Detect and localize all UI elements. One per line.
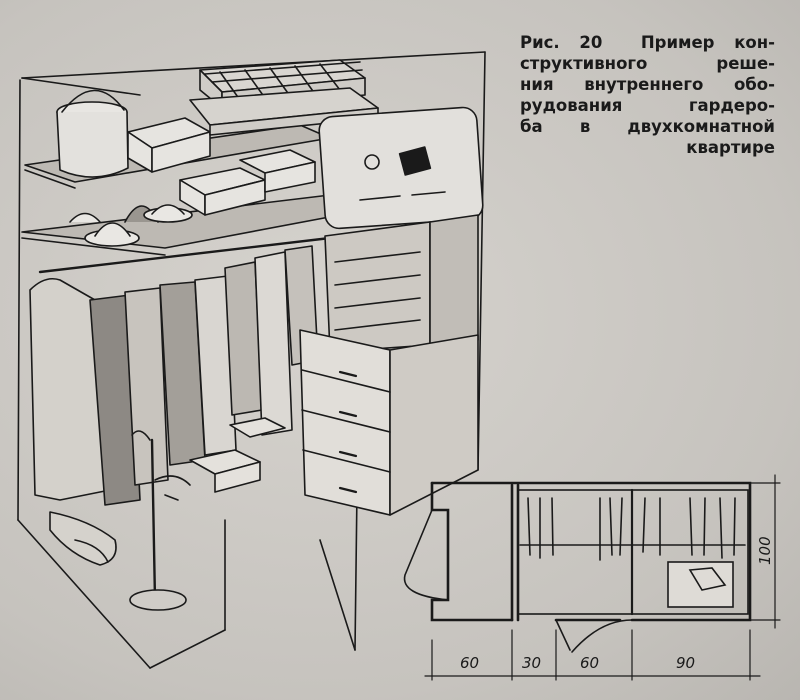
- shoes: [49, 511, 117, 566]
- dim-label-60-left: 60: [460, 654, 479, 672]
- large-suitcase: [318, 106, 484, 230]
- dim-label-30: 30: [522, 654, 541, 672]
- floor-boxes: [189, 417, 286, 493]
- plan-door-swing: [403, 509, 633, 653]
- hats: [69, 204, 193, 247]
- caption-line-6: квартире: [686, 138, 775, 157]
- caption-line-1: Рис. 20 Пример кон-: [520, 33, 775, 52]
- drawer-unit: [299, 329, 479, 516]
- caption-line-2: структивного реше-: [520, 54, 775, 73]
- suitcases: [189, 59, 379, 136]
- dimension-lines: [424, 474, 781, 681]
- hanging-rod: [38, 236, 332, 274]
- pot: [56, 89, 129, 178]
- plan-interior: [517, 488, 749, 616]
- caption-line-3: ния внутреннего обо-: [520, 75, 775, 94]
- shelving-unit: [324, 214, 479, 353]
- dim-label-100: 100: [756, 536, 774, 565]
- caption-line-5: ба в двухкомнатной: [520, 117, 775, 136]
- coat-stand: [129, 430, 191, 611]
- shelf-boxes: [127, 117, 316, 216]
- dim-label-60-mid: 60: [580, 654, 599, 672]
- hanging-clothes: [29, 245, 319, 506]
- dim-label-90: 90: [676, 654, 695, 672]
- figure-label: Рис. 20: [520, 33, 603, 52]
- figure-caption: Рис. 20 Пример кон- структивного реше- н…: [520, 32, 775, 158]
- caption-line-4: рудования гардеро-: [520, 96, 775, 115]
